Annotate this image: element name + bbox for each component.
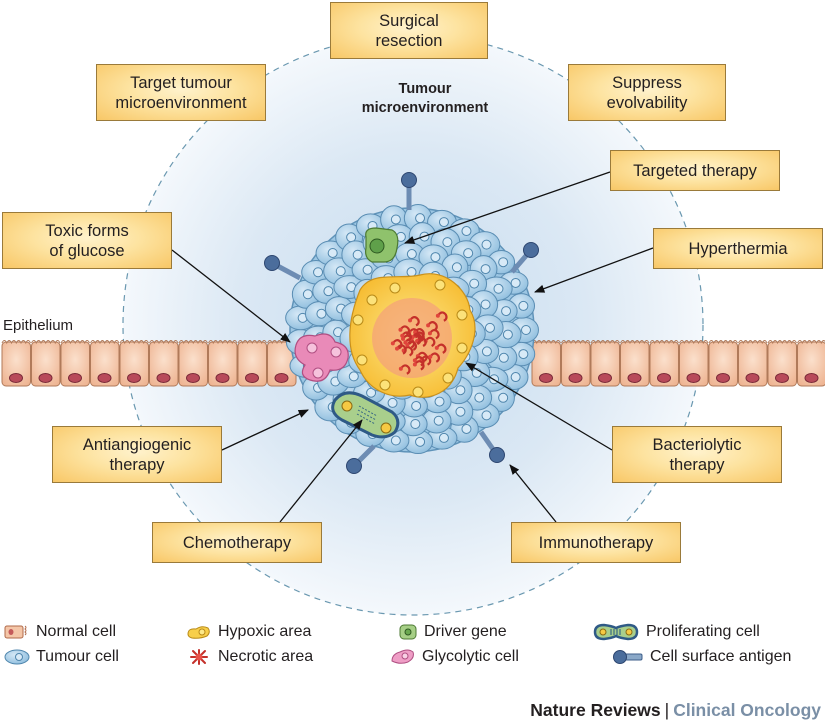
therapy-box-targeted-therapy: Targeted therapy bbox=[610, 150, 780, 191]
arrow-hyperthermia bbox=[534, 247, 654, 293]
legend-label: Normal cell bbox=[36, 623, 117, 640]
cell-surface-antigen bbox=[489, 447, 505, 463]
legend-label: Cell surface antigen bbox=[650, 648, 792, 665]
proliferating-cell-icon bbox=[593, 623, 639, 641]
journal-credit: Nature Reviews|Clinical Oncology bbox=[530, 700, 821, 721]
legend-item-proliferating-cell: Proliferating cell bbox=[592, 621, 760, 643]
therapy-box-chemotherapy: Chemotherapy bbox=[152, 522, 322, 563]
cell-surface-antigen-icon bbox=[613, 650, 643, 664]
legend-label: Tumour cell bbox=[36, 648, 119, 665]
arrow-targeted-therapy bbox=[404, 171, 611, 244]
therapy-box-bacteriolytic: Bacteriolytic therapy bbox=[612, 426, 782, 483]
driver-gene-icon bbox=[399, 624, 417, 640]
legend-label: Proliferating cell bbox=[646, 623, 760, 640]
epithelium-right bbox=[531, 340, 825, 387]
glycolytic-cells bbox=[294, 333, 349, 382]
legend-label: Hypoxic area bbox=[218, 623, 312, 640]
therapy-box-antiangiogenic: Antiangiogenic therapy bbox=[52, 426, 222, 483]
proliferating-cell bbox=[331, 391, 400, 439]
normal-cell-icon bbox=[4, 625, 27, 639]
therapy-box-target-tumour-microenvironment: Target tumour microenvironment bbox=[96, 64, 266, 121]
therapy-box-suppress-evolvability: Suppress evolvability bbox=[568, 64, 726, 121]
cell-surface-antigen bbox=[523, 242, 539, 258]
necrotic-area bbox=[372, 298, 452, 378]
legend-label: Glycolytic cell bbox=[422, 648, 519, 665]
arrow-bacteriolytic bbox=[465, 362, 613, 451]
epithelium-label: Epithelium bbox=[3, 317, 74, 334]
cell-surface-antigen bbox=[401, 172, 417, 188]
glycolytic-cell-icon bbox=[391, 649, 414, 664]
arrow-toxic-glucose bbox=[171, 249, 291, 343]
publisher-name: Nature Reviews bbox=[530, 700, 661, 720]
journal-name: Clinical Oncology bbox=[673, 700, 821, 720]
epithelium-left bbox=[1, 340, 297, 387]
legend-item-normal-cell: Normal cell bbox=[4, 621, 116, 643]
tumour-cell-icon bbox=[4, 649, 30, 665]
arrow-immunotherapy bbox=[509, 464, 557, 523]
driver-gene-cell bbox=[365, 227, 399, 263]
legend-item-tumour-cell: Tumour cell bbox=[4, 646, 119, 668]
legend-label: Necrotic area bbox=[218, 648, 314, 665]
microenvironment-title: Tumour microenvironment bbox=[361, 81, 489, 116]
therapy-box-surgical-resection: Surgical resection bbox=[330, 2, 488, 59]
arrow-antiangiogenic bbox=[221, 409, 309, 451]
therapy-box-toxic-glucose: Toxic forms of glucose bbox=[2, 212, 172, 269]
therapy-box-hyperthermia: Hyperthermia bbox=[653, 228, 823, 269]
cell-surface-antigen bbox=[264, 255, 280, 271]
cell-surface-antigens bbox=[264, 172, 539, 474]
credit-separator: | bbox=[664, 700, 670, 720]
necrotic-area-icon bbox=[190, 649, 208, 665]
legend-item-glycolytic-cell: Glycolytic cell bbox=[390, 646, 519, 668]
cell-surface-antigen bbox=[346, 458, 362, 474]
legend-item-cell-surface-antigen: Cell surface antigen bbox=[612, 646, 791, 668]
legend-label: Driver gene bbox=[424, 623, 507, 640]
legend-item-necrotic-area: Necrotic area bbox=[186, 646, 313, 668]
arrow-chemotherapy bbox=[279, 419, 363, 523]
therapy-box-immunotherapy: Immunotherapy bbox=[511, 522, 681, 563]
legend-item-driver-gene: Driver gene bbox=[398, 621, 507, 643]
hypoxic-area-icon bbox=[187, 626, 210, 639]
legend-item-hypoxic-area: Hypoxic area bbox=[186, 621, 311, 643]
